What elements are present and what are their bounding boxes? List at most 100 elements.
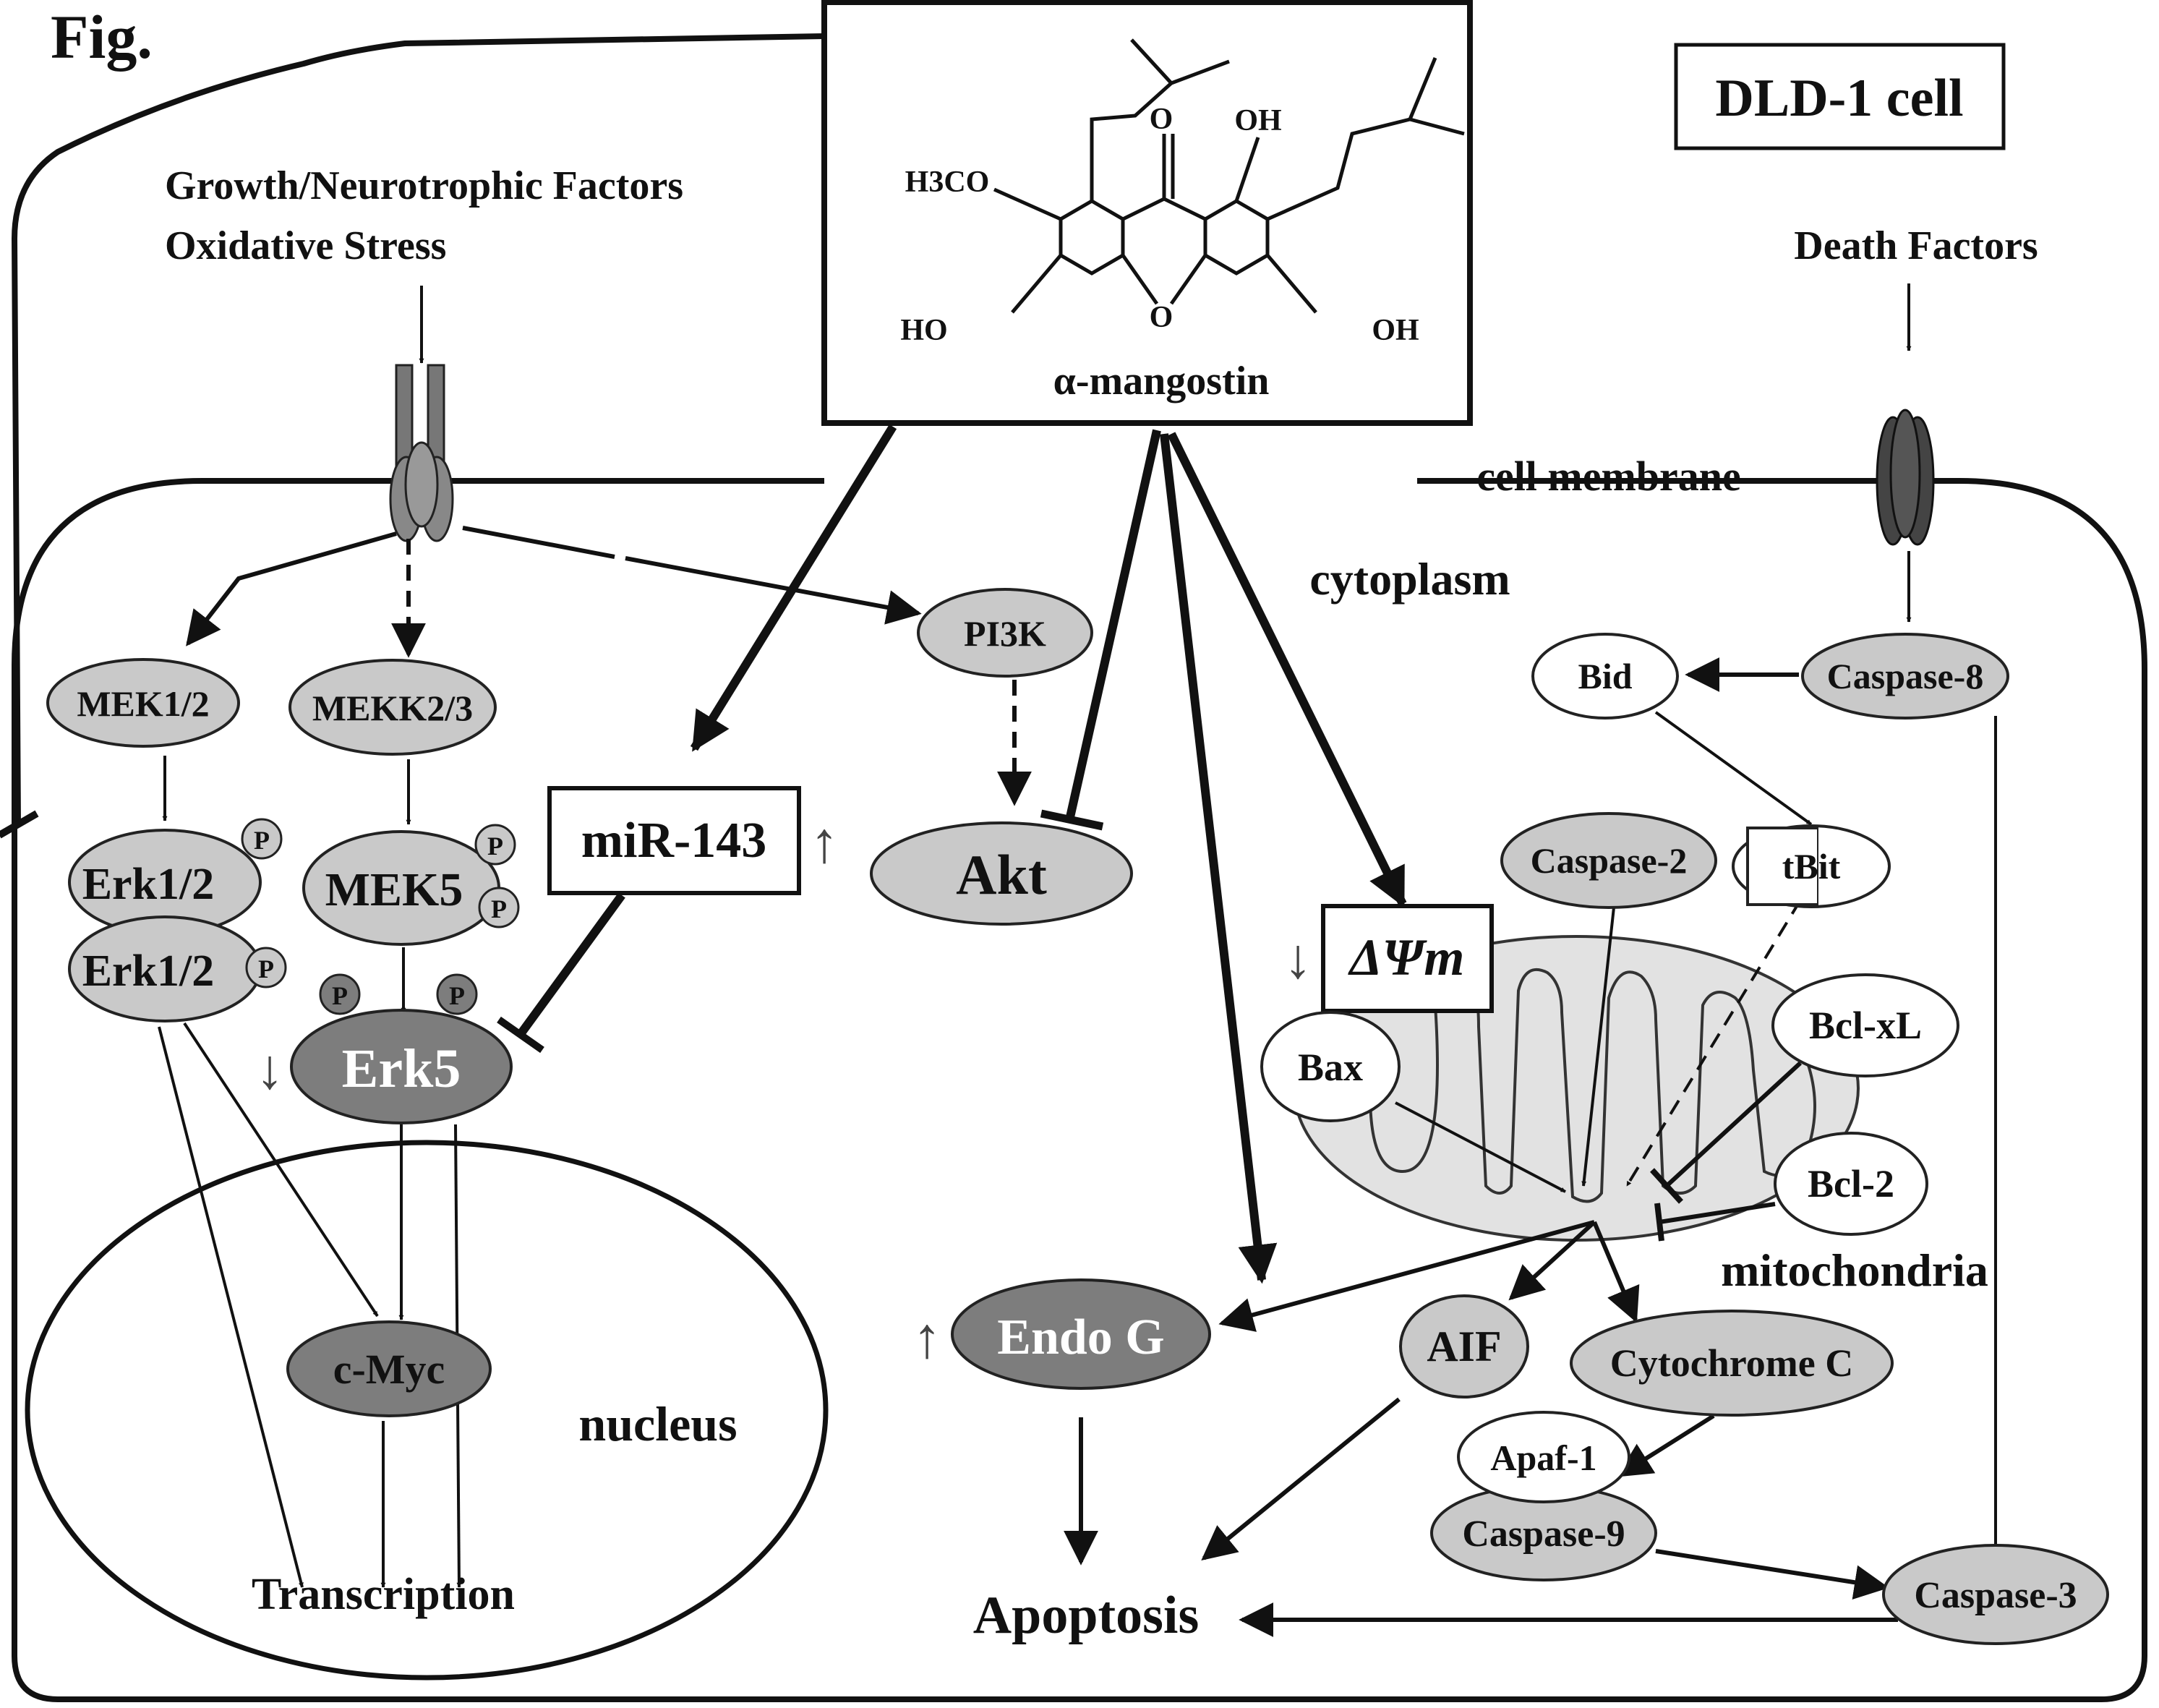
node-erk12-top: Erk1/2	[68, 829, 262, 936]
edge-mito-to-endog	[1218, 1220, 1595, 1332]
compound-box	[821, 0, 1473, 426]
node-mekk23: MEKK2/3	[288, 659, 497, 756]
cell-outline	[12, 478, 2147, 1702]
oxidative-stress-label: Oxidative Stress	[165, 223, 446, 268]
edge-aif-to-apoptosis	[1201, 1397, 1401, 1561]
node-caspase9: Caspase-9	[1430, 1485, 1657, 1581]
growth-receptor-icon	[389, 364, 454, 542]
mir143-inhibit-bar	[497, 1016, 544, 1054]
ring-o-label: O	[1150, 301, 1173, 334]
mek12-label: MEK1/2	[77, 683, 209, 724]
phospho-label: P	[332, 981, 348, 1010]
phospho-label: P	[258, 955, 274, 983]
edge-compound-to-endog	[1160, 433, 1278, 1284]
bcl2-inhibit-bar	[1654, 1203, 1664, 1242]
endog-label: Endo G	[997, 1310, 1165, 1365]
pi3k-label: PI3K	[964, 613, 1046, 654]
compound-to-erk12-inhibit	[11, 33, 825, 825]
node-apaf1: Apaf-1	[1457, 1411, 1630, 1503]
edge-bclxl-inhibit	[1664, 1061, 1803, 1188]
carbonyl-o-label: O	[1150, 103, 1173, 136]
node-cytochrome-c: Cytochrome C	[1570, 1310, 1894, 1417]
edge-compound-to-mir143	[690, 424, 897, 752]
bax-label: Bax	[1298, 1046, 1363, 1089]
edge-receptor-to-mek12	[186, 531, 397, 646]
akt-inhibit-bar	[1040, 809, 1104, 831]
oh-right-label: OH	[1372, 314, 1419, 347]
phospho-erk5-left: P	[319, 973, 361, 1015]
phospho-erk5-right: P	[436, 973, 478, 1015]
phospho-label: P	[487, 832, 503, 861]
bcl2-label: Bcl-2	[1808, 1162, 1894, 1205]
cytochrome-c-label: Cytochrome C	[1610, 1341, 1853, 1385]
edge-mir143-inhibit-erk5	[517, 892, 625, 1037]
edge-caspase2-to-mito	[1581, 907, 1615, 1187]
erk5-down-indicator: ↓	[256, 1038, 284, 1101]
node-erk12-bottom: Erk1/2	[68, 915, 262, 1022]
tbit-label: tBit	[1782, 846, 1841, 887]
node-pi3k: PI3K	[917, 588, 1093, 678]
edge-erk12-to-transcription	[158, 1026, 304, 1588]
erk5-label: Erk5	[342, 1038, 461, 1099]
mangostin-structure	[993, 38, 1465, 314]
cell-membrane-label: cell membrane	[1476, 453, 1741, 500]
node-tbit: tBit	[1732, 824, 1891, 908]
node-caspase3: Caspase-3	[1882, 1544, 2109, 1645]
compound-name: α-mangostin	[1053, 359, 1270, 403]
mekk23-label: MEKK2/3	[312, 688, 473, 728]
phospho-mek5-upper: P	[474, 824, 516, 866]
cytoplasm-label: cytoplasm	[1309, 553, 1510, 605]
growth-factors-label: Growth/Neurotrophic Factors	[165, 163, 683, 208]
ho-left-label: HO	[900, 314, 947, 347]
h3co-label: H3CO	[905, 166, 990, 199]
bclxl-inhibit-bar	[1650, 1168, 1683, 1204]
mitochondria-label: mitochondria	[1721, 1244, 1988, 1296]
aif-label: AIF	[1427, 1323, 1501, 1370]
endog-up-indicator: ↑	[912, 1307, 941, 1370]
bclxl-label: Bcl-xL	[1809, 1004, 1922, 1047]
caspase2-label: Caspase-2	[1531, 840, 1688, 881]
edge-compound-to-delta-psi	[1167, 432, 1407, 908]
death-receptor-icon	[1876, 409, 1935, 546]
edge-bax-to-mito	[1395, 1101, 1566, 1193]
cell-label-box	[1674, 43, 2006, 150]
edge-mito-to-cytochrome-c	[1592, 1221, 1640, 1323]
cell-label: DLD-1 cell	[1715, 69, 1963, 128]
caspase8-label: Caspase-8	[1827, 656, 1984, 696]
death-factors-label: Death Factors	[1794, 223, 2038, 268]
apoptosis-label: Apoptosis	[973, 1586, 1200, 1645]
mek5-label: MEK5	[325, 863, 463, 916]
delta-psi-down-indicator: ↓	[1284, 927, 1312, 990]
node-aif: AIF	[1399, 1294, 1529, 1399]
edge-erk12-to-cmyc	[183, 1022, 379, 1318]
phospho-erk12-top: P	[241, 818, 283, 860]
phospho-label: P	[254, 826, 270, 855]
phospho-mek5-lower: P	[478, 887, 520, 928]
cmyc-label: c-Myc	[333, 1346, 445, 1393]
erk12-top-label: Erk1/2	[82, 860, 215, 909]
figure-label: Fig.	[51, 2, 153, 72]
nucleus-label: nucleus	[578, 1396, 737, 1451]
phospho-label: P	[449, 981, 465, 1010]
edge-receptor-to-pi3k	[462, 526, 918, 613]
edge-compound-inhibit-akt	[1066, 429, 1161, 819]
node-erk5: Erk5	[290, 1009, 513, 1124]
node-caspase8: Caspase-8	[1801, 633, 2009, 720]
node-bclxl: Bcl-xL	[1771, 973, 1959, 1077]
node-bax: Bax	[1260, 1011, 1401, 1122]
caspase3-label: Caspase-3	[1914, 1575, 2077, 1616]
caspase9-label: Caspase-9	[1462, 1513, 1625, 1555]
node-mir143: miR-143	[547, 786, 801, 895]
erk12-bottom-label: Erk1/2	[82, 947, 215, 996]
bid-label: Bid	[1578, 656, 1632, 696]
akt-label: Akt	[956, 843, 1047, 906]
edge-bid-to-tbit	[1654, 711, 1813, 826]
edge-caspase9-to-caspase3	[1655, 1549, 1889, 1600]
edge-tbit-to-mito	[1625, 899, 1802, 1187]
node-caspase2: Caspase-2	[1500, 812, 1717, 909]
edge-cytochrome-c-to-apaf1	[1616, 1414, 1715, 1477]
erk12-inhibit-bar	[0, 810, 39, 839]
node-delta-psi: ΔΨm	[1321, 904, 1494, 1013]
node-akt: Akt	[870, 821, 1133, 926]
